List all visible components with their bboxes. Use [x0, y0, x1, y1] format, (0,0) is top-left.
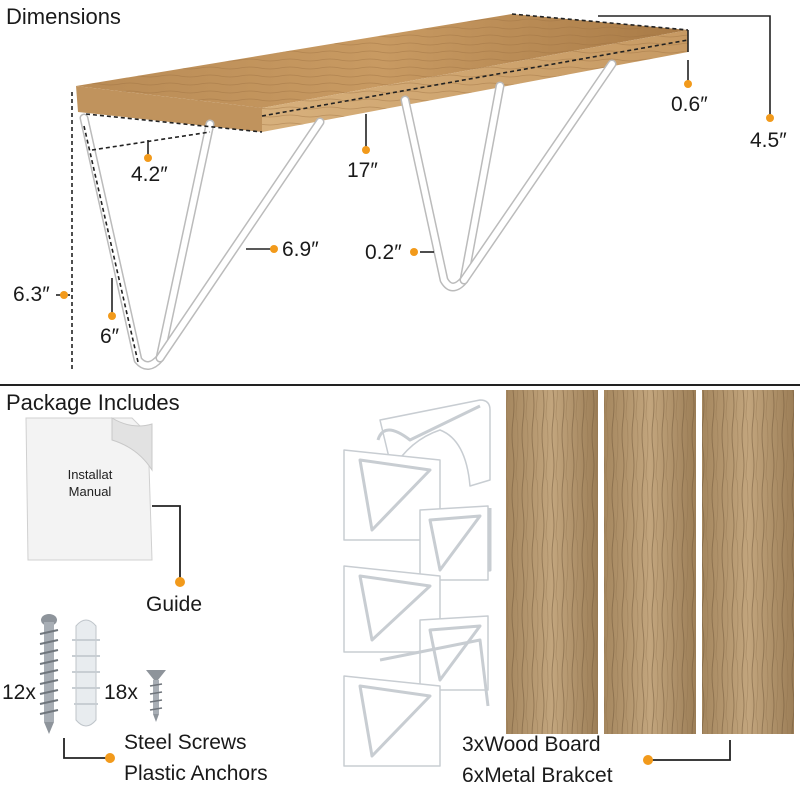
boards-label: Wood Board: [484, 733, 601, 756]
brackets-stack: [343, 399, 492, 767]
manual-line1: Installat: [67, 467, 113, 482]
screws-qty: 12x: [2, 681, 36, 704]
package-title: Package Includes: [6, 390, 180, 415]
screws-label: Steel Screws: [124, 731, 247, 754]
total-height-label: 6.3″: [13, 283, 50, 306]
length-label: 17″: [347, 159, 378, 182]
guide-label: Guide: [146, 593, 203, 616]
manual-line2: Manual: [68, 484, 112, 499]
wood-boards: [506, 390, 794, 734]
anchors-label: Plastic Anchors: [124, 762, 268, 785]
anchors-qty: 18x: [104, 681, 138, 704]
section-divider: [0, 384, 800, 386]
callout-dots: [60, 80, 774, 320]
bracket-height-label: 6″: [100, 325, 120, 348]
thickness-label: 0.6″: [671, 93, 708, 116]
manual-text: Installat Manual: [40, 466, 140, 500]
shelf-board: [76, 14, 688, 132]
bracket-diagonal-label: 6.9″: [282, 238, 319, 261]
boards-line: 3xWood Board: [462, 734, 601, 755]
screw-icon: [39, 614, 59, 734]
rod-label: 0.2″: [365, 241, 402, 264]
boards-qty: 3x: [462, 733, 485, 756]
brackets-qty: 6x: [462, 764, 485, 787]
mounted-brackets: [79, 59, 617, 370]
anchor-icon: [72, 619, 100, 727]
small-screw-icon: [146, 670, 166, 722]
brackets-line: 6xMetal Brakcet: [462, 765, 613, 786]
dimensions-title: Dimensions: [6, 4, 121, 29]
brackets-label: Metal Brakcet: [484, 764, 613, 787]
bracket-top-label: 4.2″: [131, 163, 168, 186]
manual-booklet: [25, 417, 153, 561]
depth-label: 4.5″: [750, 129, 787, 152]
